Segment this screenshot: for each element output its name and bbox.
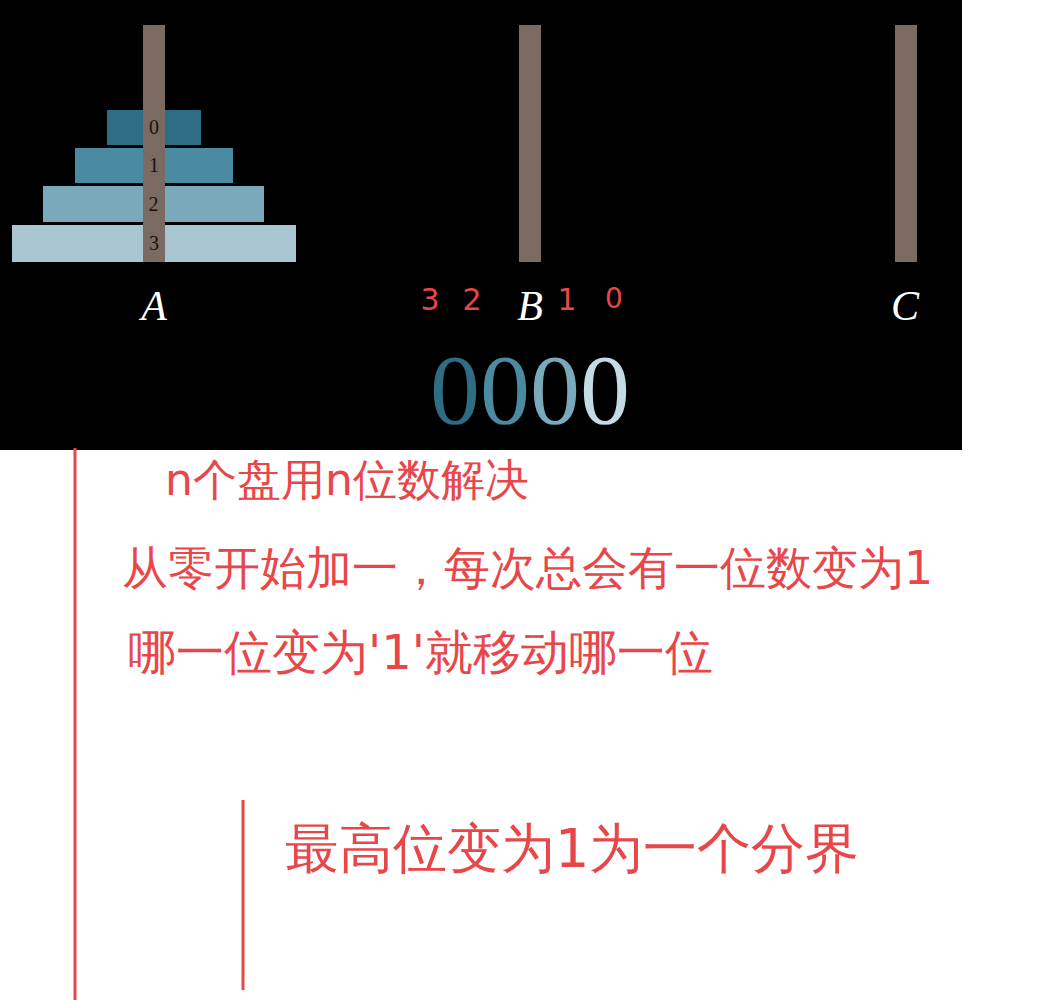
digit-position: 3 [420,285,439,315]
digit-position: 0 [605,285,623,313]
binary-counter: 0000 [430,340,630,440]
disk-number: 0 [149,116,159,139]
dark-panel [0,0,962,450]
handwritten-note: n个盘用n位数解决 [165,458,529,502]
peg-name: B [517,285,543,327]
peg-name: C [891,285,919,327]
handwritten-note: 从零开始加一，每次总会有一位数变为1 [122,545,933,591]
handwritten-note: 哪一位变为'1'就移动哪一位 [128,628,713,676]
margin-line [74,448,77,1000]
disk: 2 [43,186,264,222]
disk-number: 3 [149,232,159,255]
digit-position: 1 [557,285,576,315]
handwritten-note: 最高位变为1为一个分界 [285,822,859,876]
margin-line [242,800,245,990]
peg [519,25,541,262]
peg-name: A [141,285,167,327]
digit-position: 2 [462,285,481,315]
peg [895,25,917,262]
disk-number: 1 [149,154,159,177]
disk: 0 [107,110,201,145]
disk-number: 2 [149,193,159,216]
disk: 3 [12,225,296,262]
disk: 1 [75,148,233,183]
